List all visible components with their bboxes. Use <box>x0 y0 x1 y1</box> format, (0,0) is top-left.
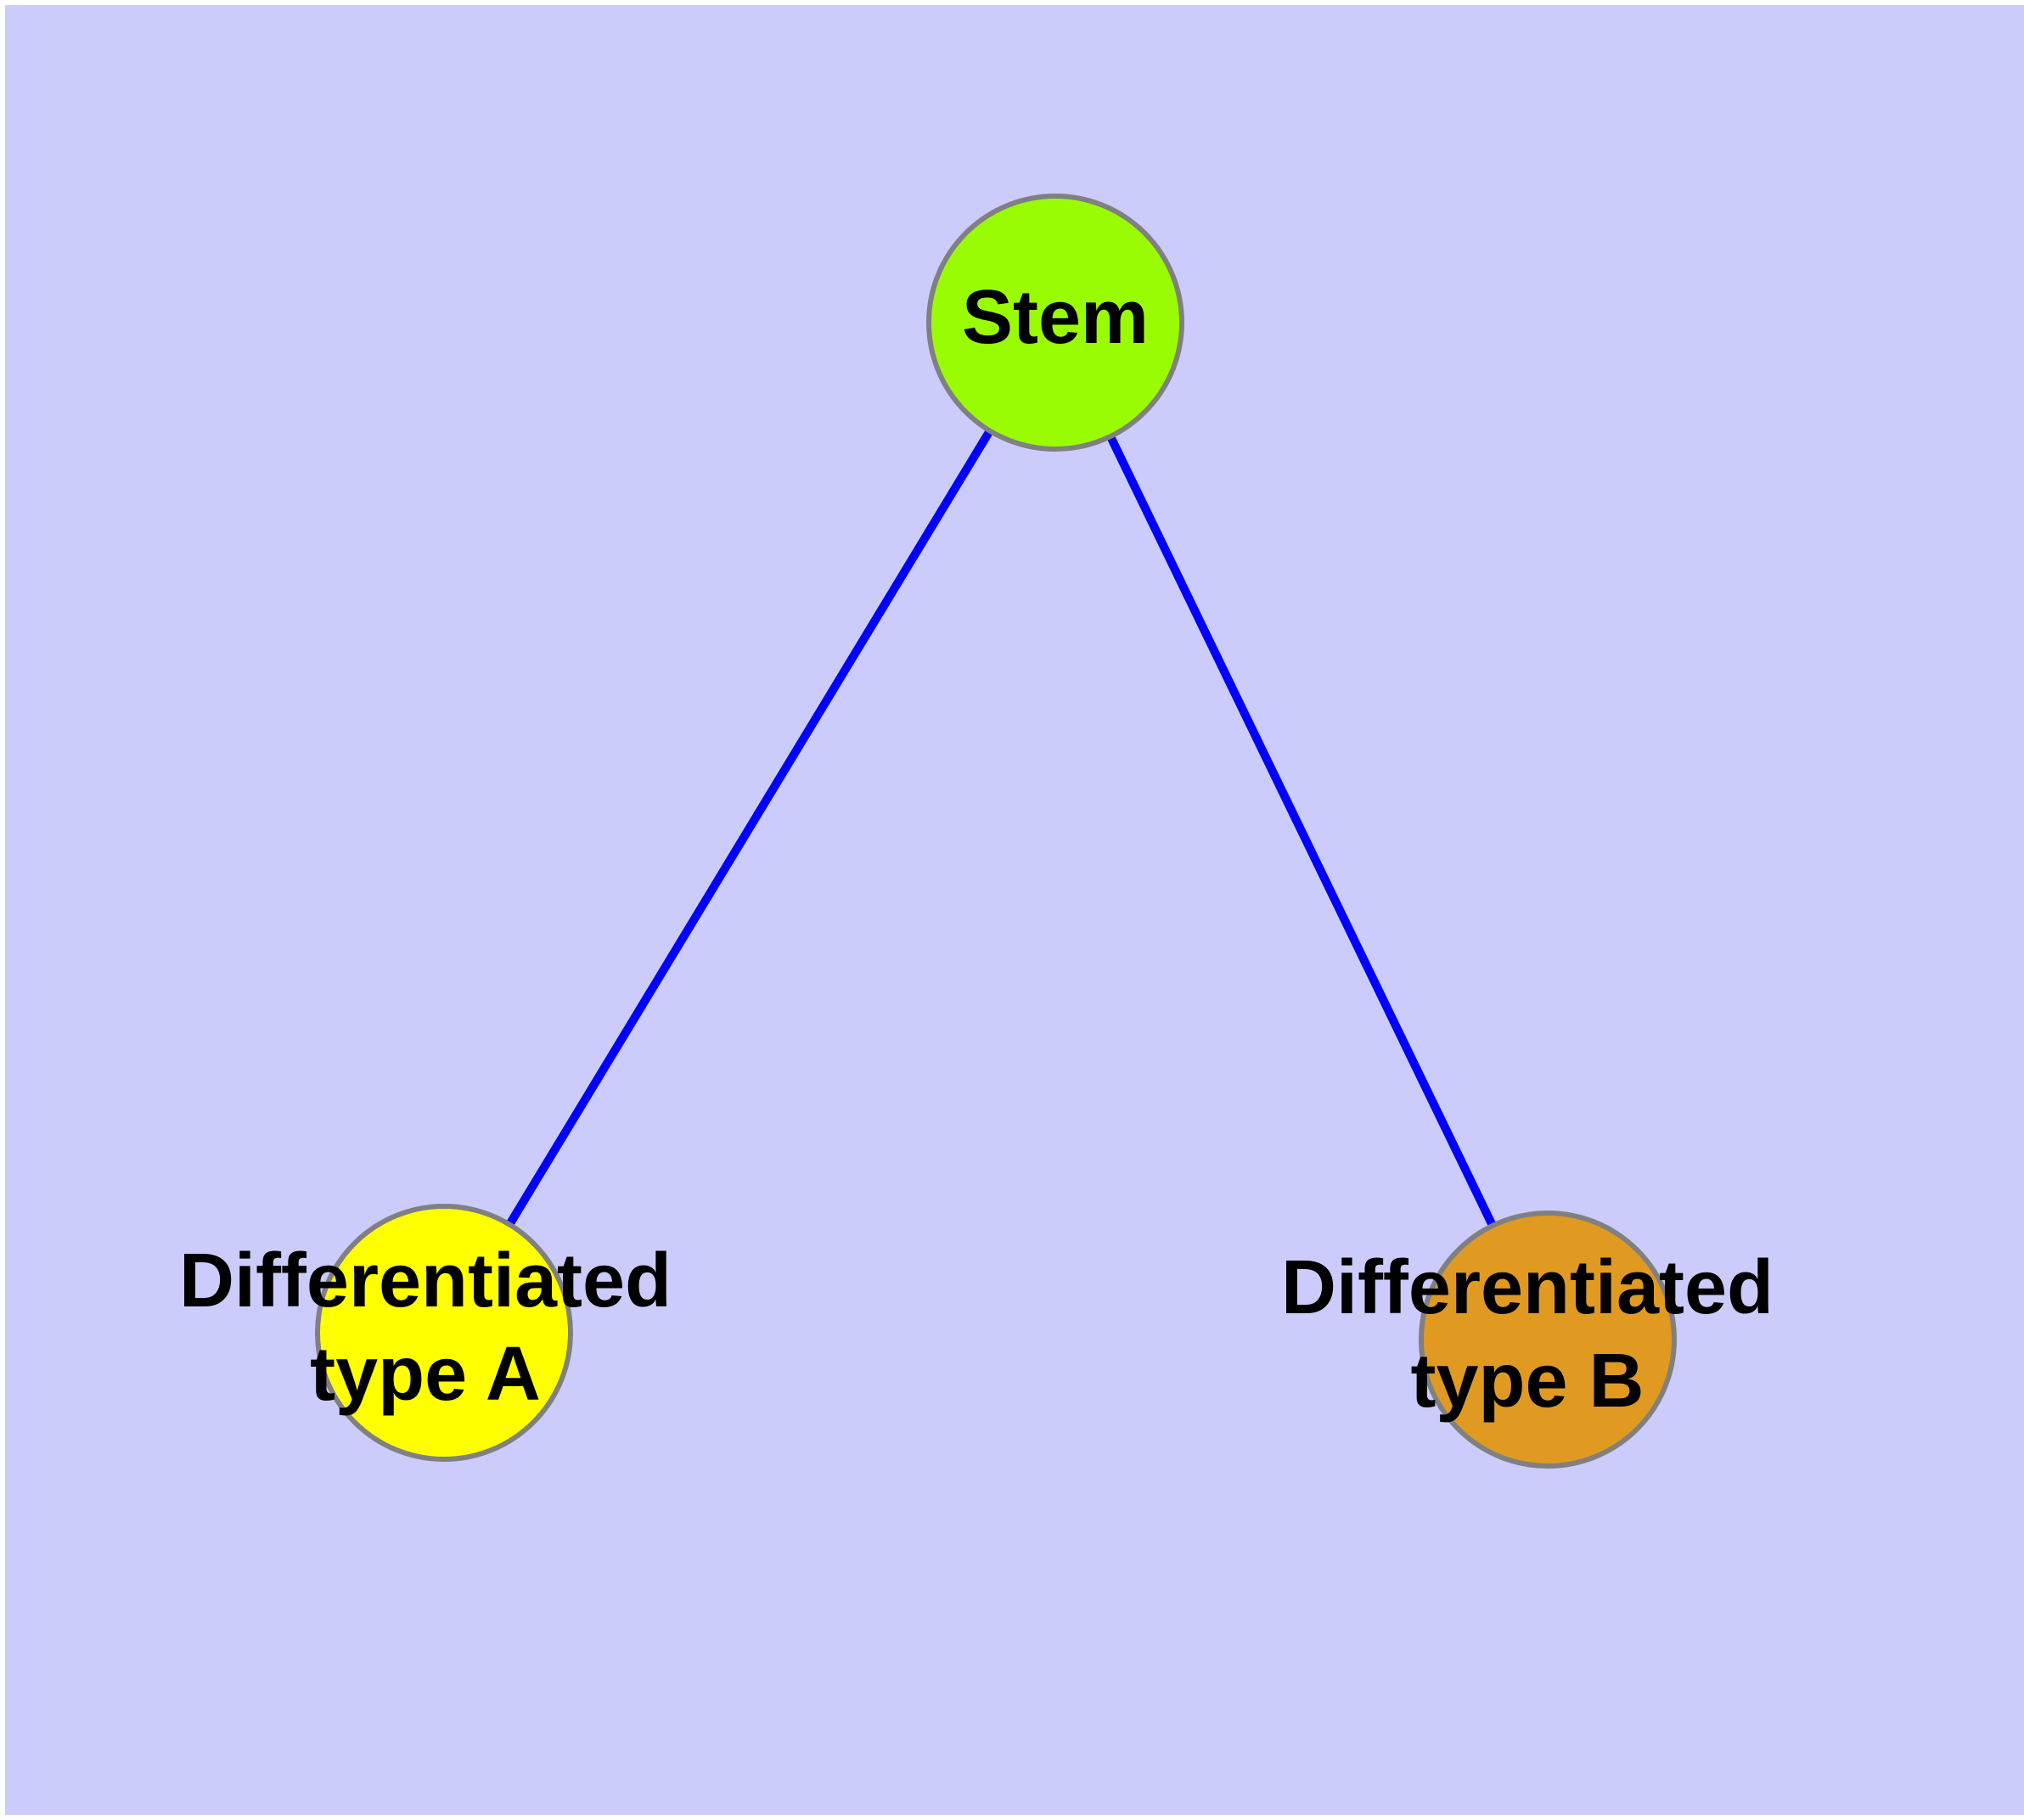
node-stem-label: Stem <box>962 275 1149 360</box>
node-label-line: Differentiated <box>179 1239 672 1323</box>
node-label-line: Differentiated <box>1281 1245 1774 1330</box>
node-diff-a[interactable] <box>315 1204 573 1462</box>
node-diff-a-label: Differentiated type A <box>179 1239 672 1417</box>
node-layer <box>315 194 1677 1469</box>
node-label-line: type B <box>1410 1339 1644 1424</box>
node-stem-circle[interactable] <box>926 194 1184 452</box>
node-diff-b-label: Differentiated type B <box>1281 1245 1774 1424</box>
node-diff-b[interactable] <box>1419 1211 1677 1469</box>
node-diff-b-circle[interactable] <box>1419 1211 1677 1469</box>
edge-stem-to-diff-b[interactable] <box>1105 434 1498 1228</box>
node-diff-a-circle[interactable] <box>315 1204 573 1462</box>
node-label-line: type A <box>310 1332 541 1417</box>
node-stem[interactable] <box>926 194 1184 452</box>
edge-stem-to-diff-a[interactable] <box>505 428 994 1227</box>
graph-svg: Stem Differentiated type A Differentiated… <box>179 194 1774 1469</box>
node-label-line: Stem <box>962 275 1149 360</box>
edge-layer <box>505 428 1498 1228</box>
label-layer: Stem Differentiated type A Differentiated… <box>179 275 1774 1424</box>
